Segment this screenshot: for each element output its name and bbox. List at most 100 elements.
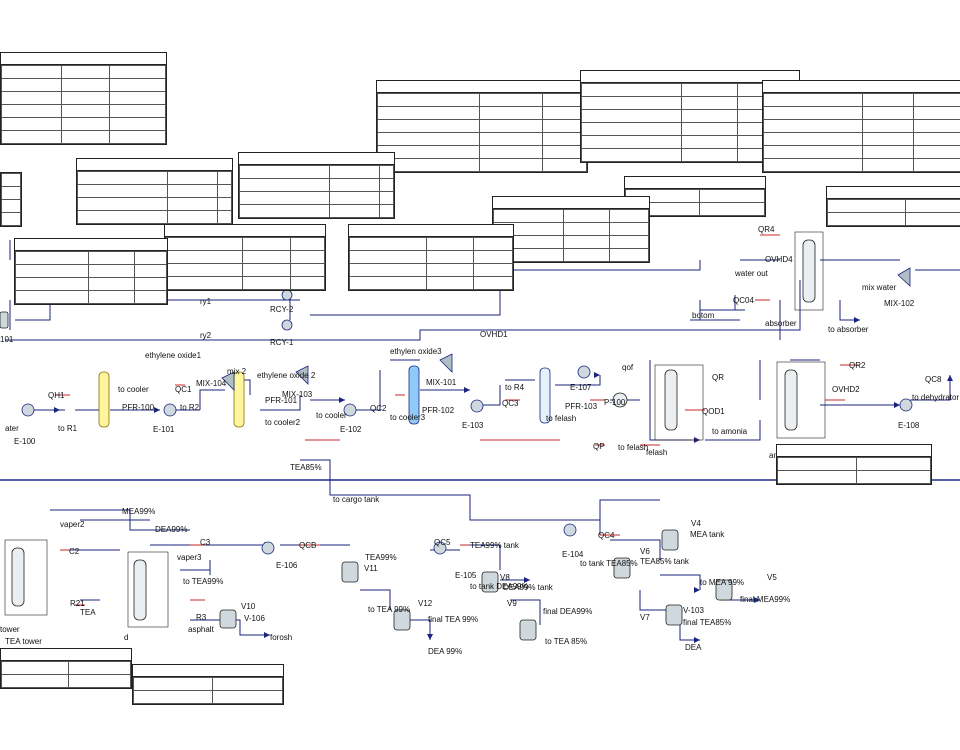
table-row (377, 106, 587, 120)
table-row (493, 209, 650, 223)
stream-label: QR2 (849, 361, 866, 370)
e-105-exchanger (433, 541, 447, 555)
stream-label: DEA99% tank (503, 583, 554, 592)
table-row (1, 78, 166, 92)
table-row (776, 457, 931, 471)
property-name (763, 106, 863, 120)
table-mix-100 (0, 52, 167, 145)
property-name (238, 204, 331, 218)
property-name (76, 210, 169, 224)
table-row (1, 212, 21, 226)
property-value (167, 210, 219, 224)
table-row (165, 237, 325, 251)
table-title (581, 71, 799, 83)
property-name (238, 191, 331, 205)
property-name (763, 132, 863, 146)
e-107-exchanger (577, 365, 591, 379)
property-value (329, 165, 381, 179)
stream-label: E-104 (562, 550, 584, 559)
table-title (133, 665, 283, 677)
property-unit (109, 117, 166, 131)
v4-tank (661, 529, 679, 551)
stream-label: to TEA 85% (545, 637, 587, 646)
stream-label: RCY-1 (270, 338, 294, 347)
table-title (763, 81, 960, 93)
stream-label: MEA tank (690, 530, 725, 539)
p-100-pump (612, 392, 628, 408)
v5-tank (715, 579, 733, 601)
property-unit (290, 276, 325, 290)
property-value (856, 457, 931, 471)
property-unit (472, 263, 514, 277)
stream-label: asphalt (188, 625, 215, 634)
tea-tower-column (133, 559, 147, 621)
property-unit (134, 290, 167, 304)
property-name (348, 263, 428, 277)
property-unit (472, 250, 514, 264)
property-value (562, 222, 610, 236)
property-unit (290, 263, 325, 277)
stream-label: ethylen oxide3 (390, 347, 442, 356)
property-value (87, 290, 136, 304)
property-value (680, 148, 739, 162)
stream-label: E-108 (898, 421, 920, 430)
stream-label: 101 (0, 335, 14, 344)
property-unit (109, 78, 166, 92)
stream-label: QC1 (175, 385, 192, 394)
stream-label: QC4 (598, 531, 615, 540)
property-name (165, 250, 243, 264)
property-name (15, 290, 89, 304)
property-unit (134, 264, 167, 278)
property-unit (608, 235, 650, 249)
felash-column-frame (654, 364, 704, 441)
table-row (493, 222, 650, 236)
v7-tank (665, 604, 683, 626)
stream-label: ry1 (200, 297, 212, 306)
v12-tank (393, 609, 411, 631)
property-unit (912, 93, 960, 107)
table-row (15, 251, 167, 265)
property-name (15, 264, 89, 278)
table-row (377, 145, 587, 159)
stream-label: to felash (546, 414, 576, 423)
property-value (87, 251, 136, 265)
table-pfr-103 (492, 196, 650, 263)
property-name (581, 148, 682, 162)
stream-label: botom (692, 311, 715, 320)
stream-label: MEA99% (122, 507, 155, 516)
stream-label: TEA (80, 608, 96, 617)
table-tea-tower (132, 664, 284, 705)
property-value (699, 189, 765, 203)
property-name (238, 178, 331, 192)
property-name (238, 165, 331, 179)
stream-label: to cooler2 (265, 418, 301, 427)
table-title (15, 239, 167, 251)
table-row (0, 674, 131, 688)
table-row (165, 250, 325, 264)
amonia-column-frame (776, 361, 826, 439)
property-value (478, 132, 544, 146)
mix-101-mixer (439, 353, 453, 373)
v8-tank (481, 571, 499, 593)
e-101-exchanger (163, 403, 177, 417)
property-value (241, 250, 292, 264)
property-name (776, 457, 858, 471)
table-row (1, 65, 166, 79)
property-name (763, 119, 863, 133)
v10-tank (219, 609, 237, 629)
property-name (0, 674, 70, 688)
stream-label: V6 (640, 547, 650, 556)
stream-label: E-107 (570, 383, 592, 392)
table-row (763, 158, 960, 172)
table-row (0, 661, 131, 675)
property-name (763, 93, 863, 107)
stream-label: DEA (685, 643, 702, 652)
mix-103-mixer (295, 365, 309, 385)
stream-label: PFR-102 (422, 406, 455, 415)
property-value (680, 109, 739, 123)
property-value (241, 237, 292, 251)
property-name (15, 277, 89, 291)
stream-label: to tank TEA85% (580, 559, 638, 568)
table-row (763, 106, 960, 120)
stream-label: QOD1 (702, 407, 725, 416)
